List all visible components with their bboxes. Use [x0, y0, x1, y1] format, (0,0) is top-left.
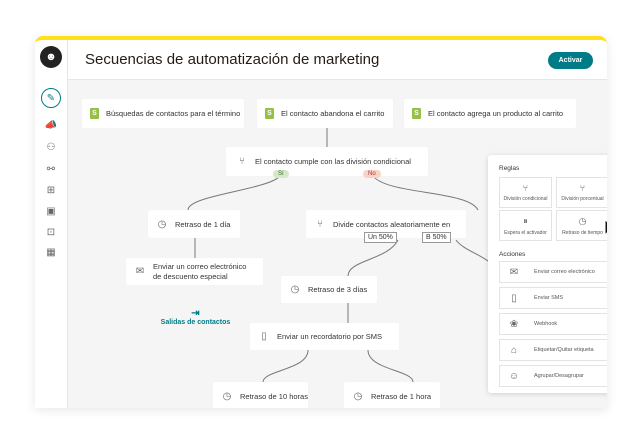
grid-icon[interactable]: ▦ [46, 246, 56, 258]
email-icon: ✉ [135, 266, 145, 277]
sidebar: ☻ ✎ 📣 ⚇ ⚯ ⊞ ▣ ⊡ ▦ [35, 40, 68, 408]
trigger-card[interactable]: S El contacto abandona el carrito [257, 99, 393, 128]
exit-icon: ⇥ [191, 308, 200, 319]
actions-heading: Acciones [499, 251, 526, 258]
trigger-card[interactable]: S Búsquedas de contactos para el término [82, 99, 244, 128]
action-webhook[interactable]: ❀ Webhook [499, 313, 607, 335]
delay-label: Retraso de 10 horas [240, 391, 308, 401]
app-window: ☻ ✎ 📣 ⚇ ⚯ ⊞ ▣ ⊡ ▦ Secuencias de automati… [35, 36, 607, 408]
rule-label: Espera el activador [504, 229, 547, 236]
clock-icon: ◷ [157, 218, 167, 230]
rule-time-delay[interactable]: ◷ Retraso de tiempo [556, 210, 607, 241]
components-panel: Reglas ⑂ División condicional ⑂ División p… [488, 155, 607, 393]
delay-node[interactable]: ◷ Retraso de 10 horas [213, 382, 308, 408]
exit-label: Salidas de contactos [160, 319, 231, 326]
sms-label: Enviar un recordatorio por SMS [277, 332, 383, 341]
condition-label: El contacto cumple con las división cond… [255, 157, 411, 166]
action-tag[interactable]: ⌂ Etiquetar/Quitar etiqueta [499, 339, 607, 361]
rule-label: División porcentual [561, 196, 604, 202]
delay-label: Retraso de 3 días [308, 285, 368, 294]
email-label: Enviar un correo electrónico de descuent… [153, 261, 247, 281]
rule-percent-split[interactable]: ⑂ División porcentual [556, 177, 607, 208]
action-label: Enviar SMS [534, 295, 564, 301]
user-group-icon: ☺ [508, 370, 520, 382]
exit-node[interactable]: ⇥Salidas de contactos [153, 308, 238, 326]
split-label: Divide contactos aleatoriamente en [333, 219, 451, 229]
pause-icon: ⏸ [523, 215, 528, 226]
campaign-icon[interactable]: 📣 [44, 119, 58, 131]
action-label: Etiquetar/Quitar etiqueta [534, 347, 594, 353]
email-icon: ✉ [509, 266, 519, 278]
clock-icon: ◷ [290, 284, 300, 295]
delay-node[interactable]: ◷ Retraso de 1 día [148, 210, 240, 238]
trigger-label: Búsquedas de contactos para el término [106, 109, 241, 118]
clock-icon: ◷ [353, 390, 363, 402]
page-title: Secuencias de automatización de marketin… [85, 51, 380, 68]
rule-label: Retraso de tiempo [562, 229, 603, 236]
integrations-icon[interactable]: ⊡ [46, 226, 56, 238]
action-send-sms[interactable]: ▯ Enviar SMS [499, 287, 607, 309]
yes-badge: Sí [273, 170, 289, 178]
content-icon[interactable]: ⊞ [46, 184, 56, 196]
reports-icon[interactable]: ▣ [46, 205, 56, 217]
split-icon: ⑂ [317, 218, 323, 230]
trigger-label: El contacto abandona el carrito [281, 109, 385, 118]
mailchimp-logo-icon: ☻ [40, 46, 62, 68]
split-icon: ⑂ [579, 183, 586, 193]
rules-heading: Reglas [499, 165, 520, 172]
trigger-card[interactable]: S El contacto agrega un producto al carri… [404, 99, 576, 128]
split-icon: ⑂ [522, 183, 529, 193]
split-b-label: B 50% [422, 232, 451, 243]
no-badge: No [363, 170, 381, 178]
action-label: Webhook [534, 321, 558, 327]
action-group[interactable]: ☺ Agrupar/Desagrupar [499, 365, 607, 387]
rule-label: División condicional [503, 196, 548, 202]
connector [347, 239, 399, 277]
email-node[interactable]: ✉ Enviar un correo electrónico de descuen… [126, 258, 263, 285]
split-icon: ⑂ [239, 156, 245, 167]
header: Secuencias de automatización de marketin… [68, 40, 607, 80]
split-a-label: Un 50% [364, 232, 397, 243]
connector [262, 349, 309, 383]
delay-node[interactable]: ◷ Retraso de 1 hora [344, 382, 440, 408]
connector [187, 175, 281, 211]
automation-icon[interactable]: ⚯ [46, 163, 56, 175]
connector-lines [187, 128, 494, 383]
shopify-icon: S [412, 108, 421, 119]
delay-label: Retraso de 1 hora [371, 391, 432, 401]
action-send-email[interactable]: ✉ Enviar correo electrónico [499, 261, 607, 283]
shopify-icon: S [265, 108, 274, 119]
tag-icon: ⌂ [510, 344, 518, 356]
webhook-icon: ❀ [509, 318, 519, 330]
clock-icon: ◷ [222, 390, 232, 402]
rule-wait-trigger[interactable]: ⏸ Espera el activador [499, 210, 552, 241]
sms-node[interactable]: ▯ Enviar un recordatorio por SMS [250, 323, 399, 350]
action-label: Agrupar/Desagrupar [534, 373, 584, 379]
condition-node[interactable]: ⑂ El contacto cumple con las división con… [226, 147, 428, 176]
shopify-icon: S [90, 108, 99, 119]
phone-icon: ▯ [261, 331, 267, 342]
pencil-icon[interactable]: ✎ [41, 88, 61, 108]
connector [372, 175, 479, 211]
mouse-cursor-icon [604, 219, 607, 237]
action-label: Enviar correo electrónico [534, 269, 595, 275]
phone-icon: ▯ [511, 292, 517, 304]
audience-icon[interactable]: ⚇ [46, 141, 56, 153]
delay-node[interactable]: ◷ Retraso de 3 días [281, 276, 377, 303]
trigger-label: El contacto agrega un producto al carrit… [428, 109, 564, 118]
delay-label: Retraso de 1 día [175, 219, 231, 229]
connector [367, 349, 414, 383]
activate-button[interactable]: Activar [548, 52, 593, 69]
clock-icon: ◷ [578, 215, 587, 226]
rule-conditional-split[interactable]: ⑂ División condicional [499, 177, 552, 208]
